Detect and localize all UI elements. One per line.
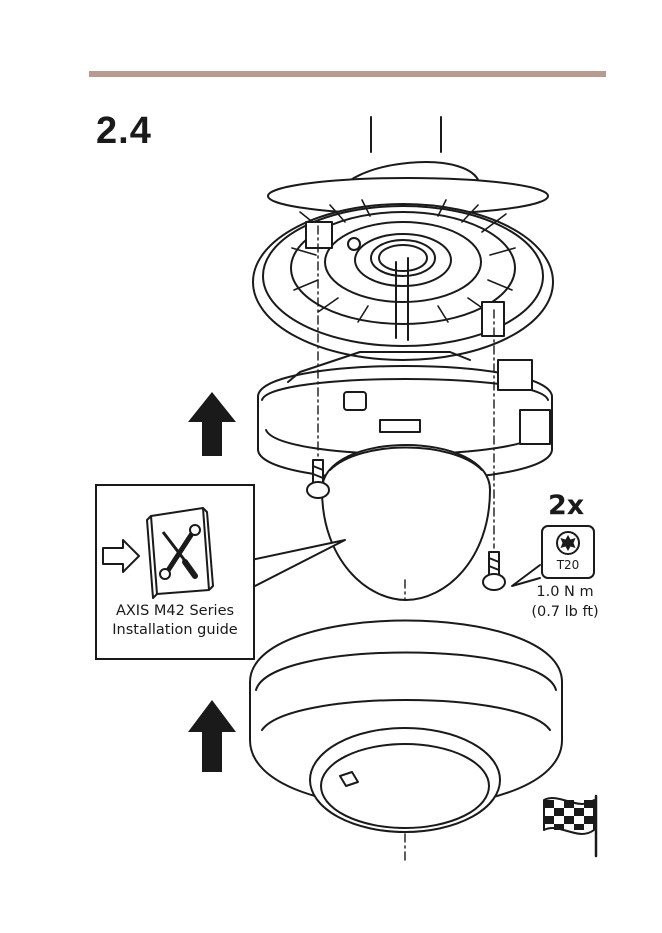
checkered-flag-icon	[544, 796, 596, 856]
manual-subtitle: Installation guide	[97, 621, 253, 640]
up-arrow-icon	[188, 392, 236, 456]
camera-dome	[322, 445, 490, 600]
torque-metric: 1.0 N m	[520, 582, 610, 602]
tools-manual-icon	[97, 486, 253, 602]
manual-caption: AXIS M42 Series Installation guide	[97, 602, 253, 640]
torx-size-label: T20	[543, 558, 593, 572]
ceiling-bracket	[253, 200, 553, 360]
up-arrow-icon	[188, 700, 236, 772]
manual-title: AXIS M42 Series	[97, 602, 253, 621]
outer-cover	[250, 621, 562, 833]
screw-count: 2x	[548, 490, 584, 521]
installation-guide-reference: AXIS M42 Series Installation guide	[95, 484, 255, 660]
hollow-right-arrow-icon	[103, 540, 139, 572]
torx-bit-icon	[543, 527, 593, 557]
mounting-pipes	[371, 117, 441, 152]
torque-imperial: (0.7 lb ft)	[520, 602, 610, 622]
torx-bit-box: T20	[541, 525, 595, 579]
torque-spec: 1.0 N m (0.7 lb ft)	[520, 582, 610, 622]
manual-callout-wedge	[251, 540, 345, 588]
screw-right	[483, 552, 505, 590]
